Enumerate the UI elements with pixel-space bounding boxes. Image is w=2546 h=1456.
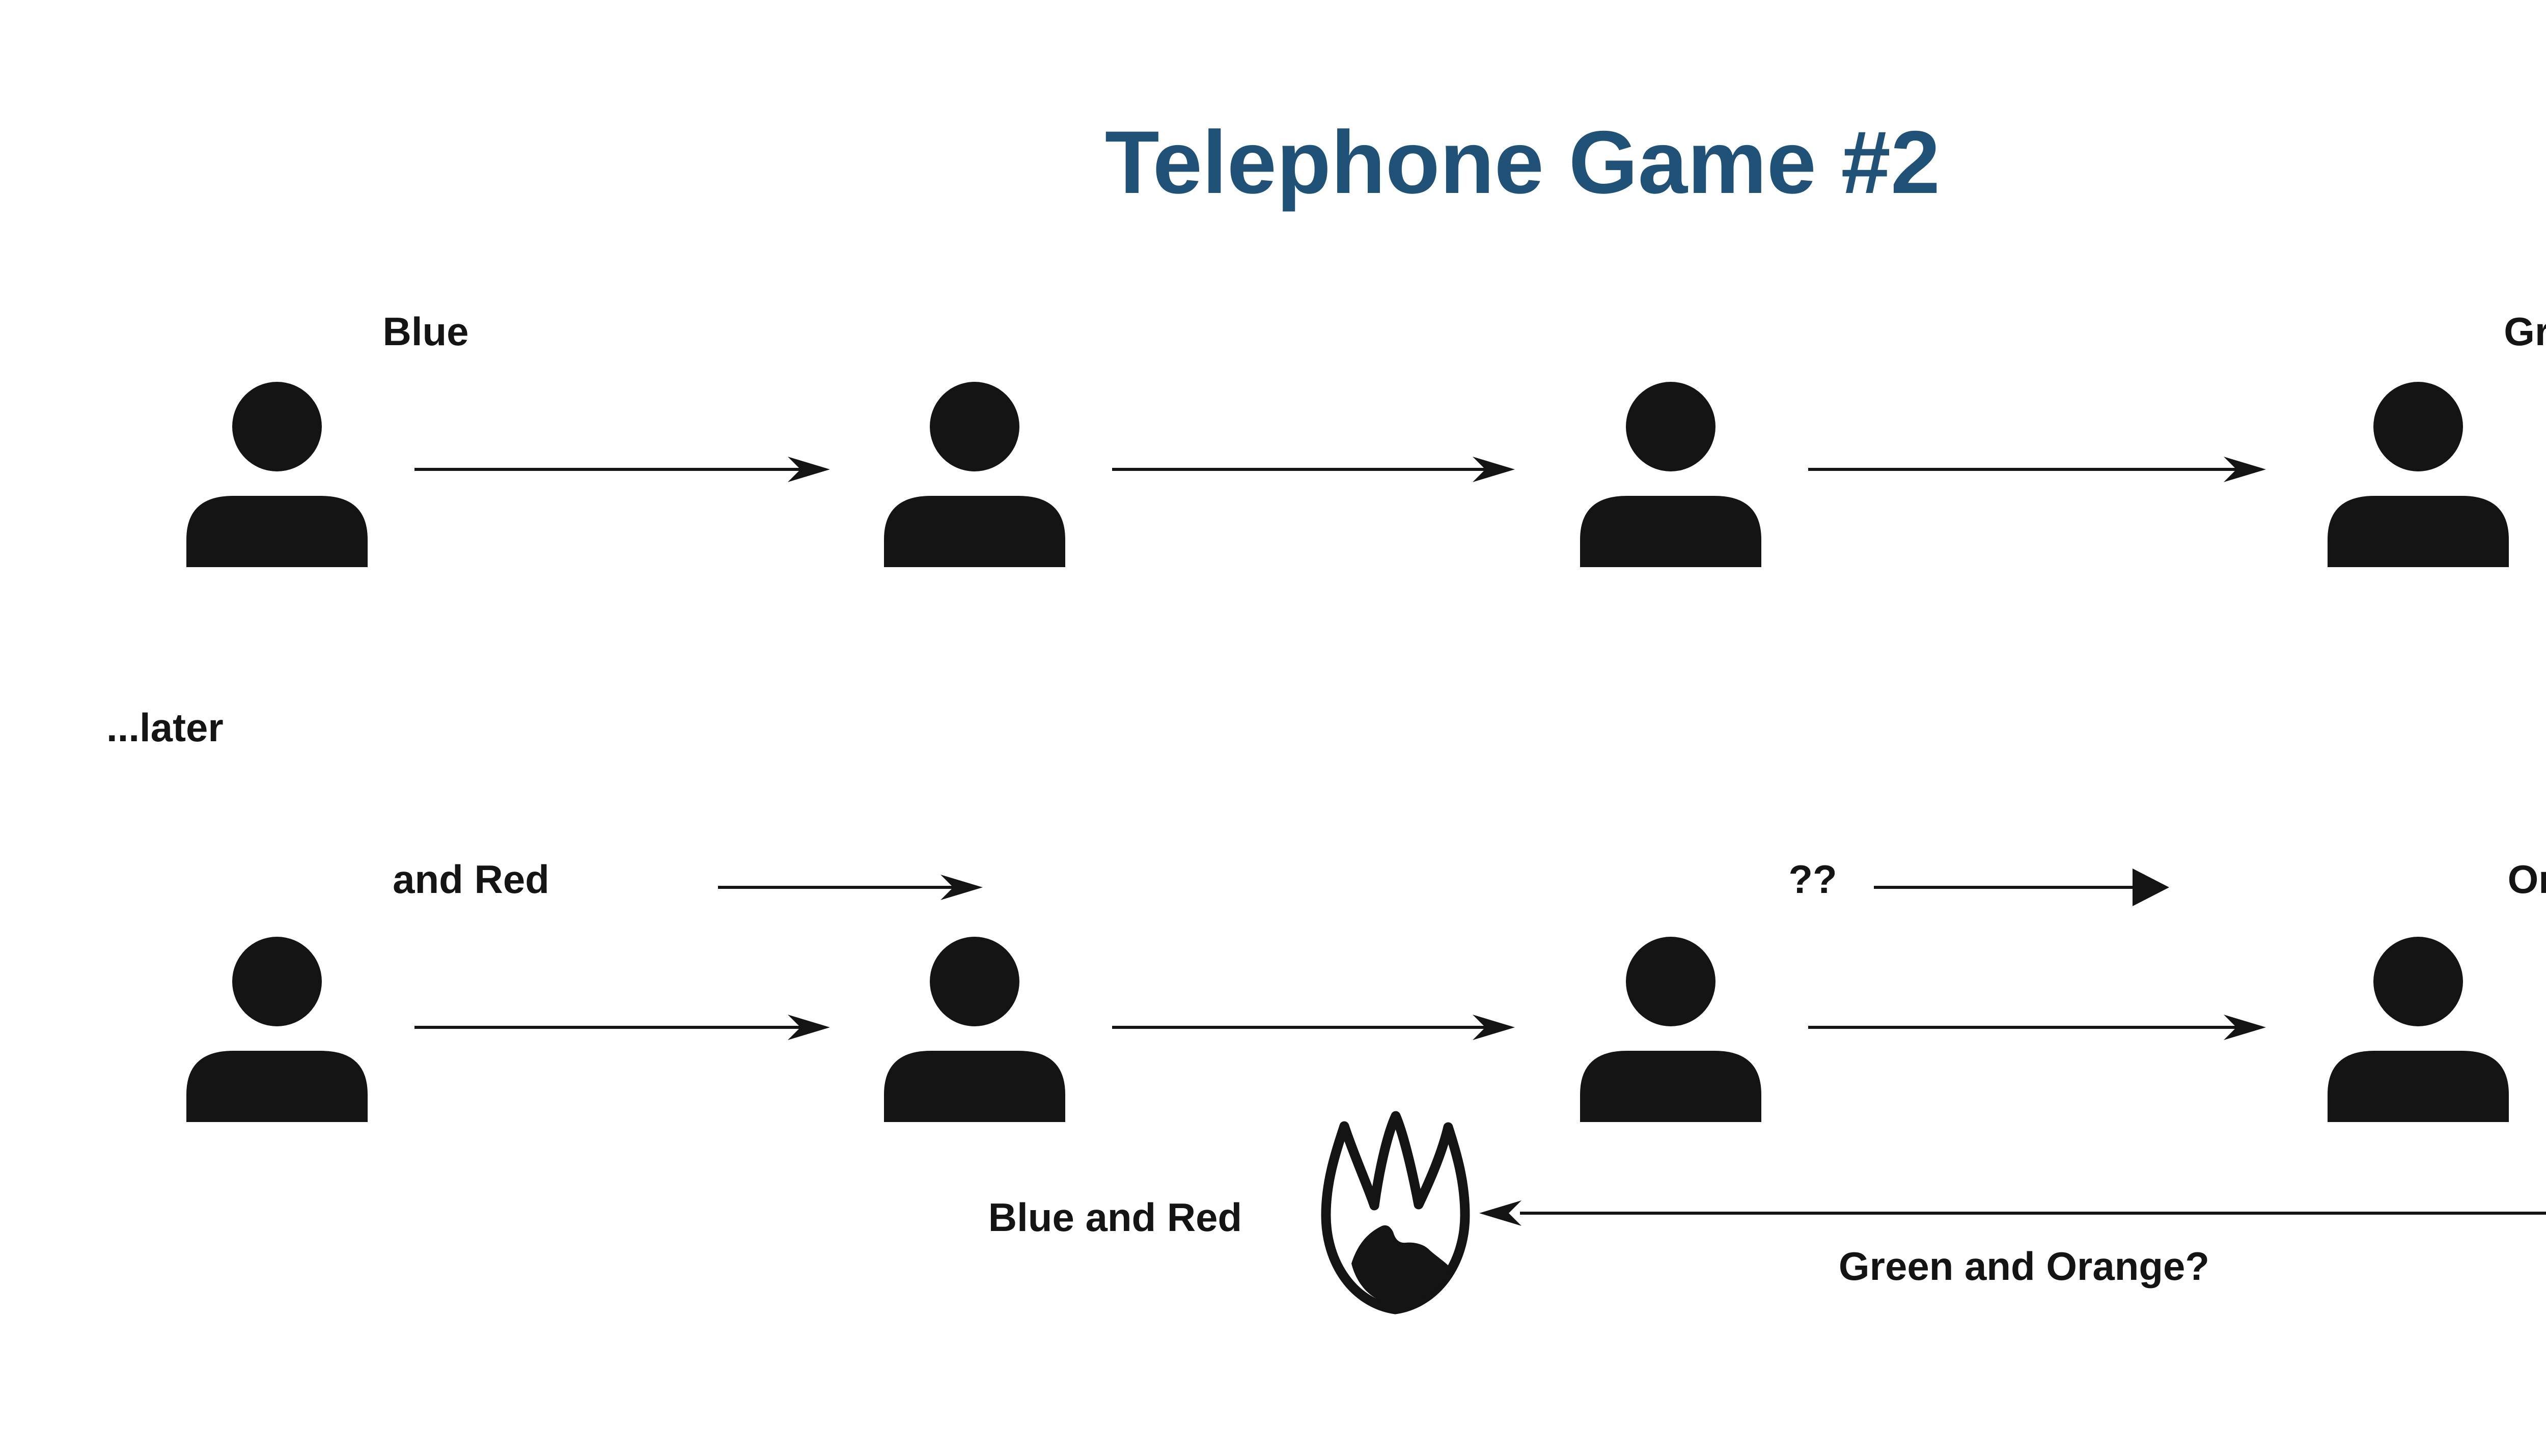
person-icon <box>186 382 368 567</box>
arrow-right-icon <box>1808 1015 2266 1040</box>
row2-last-person-label: Orange? <box>2507 857 2546 902</box>
person-icon <box>2328 382 2509 567</box>
row2-first-person-label: and Red <box>393 857 549 902</box>
arrow-right-icon <box>414 1015 830 1040</box>
arrow-right-icon <box>718 875 983 900</box>
arrow-right-icon <box>1112 457 1515 482</box>
arrow-right-icon <box>1874 869 2169 906</box>
person-icon <box>1580 382 1761 567</box>
page-title: Telephone Game #2 <box>1104 113 1941 212</box>
person-icon <box>186 937 368 1122</box>
person-icon <box>2328 937 2509 1122</box>
row2-unknown-label: ?? <box>1788 857 1837 902</box>
bottom-right-label: Green and Orange? <box>1838 1244 2210 1289</box>
person-icon <box>1580 937 1761 1122</box>
bottom-left-label: Blue and Red <box>988 1195 1242 1240</box>
arrow-right-icon <box>1808 457 2266 482</box>
row1-first-person-label: Blue <box>382 309 469 354</box>
person-icon <box>884 382 1065 567</box>
fire-icon <box>1321 1111 1470 1314</box>
arrow-right-icon <box>414 457 830 482</box>
arrow-right-icon <box>1112 1015 1515 1040</box>
row1-last-person-label: Green <box>2504 309 2546 354</box>
person-icon <box>884 937 1065 1122</box>
interlude-label: ...later <box>106 705 224 750</box>
